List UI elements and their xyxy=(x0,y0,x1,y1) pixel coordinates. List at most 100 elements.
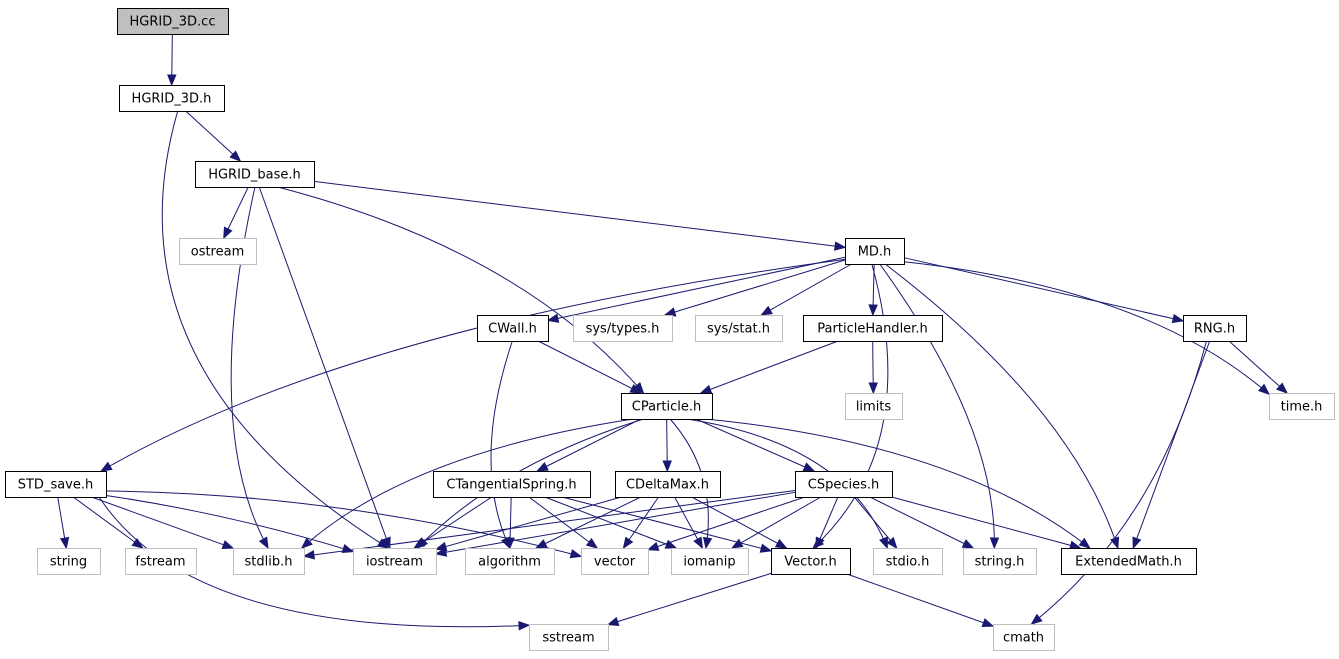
node-box xyxy=(993,624,1055,651)
edge-md-to-stringh xyxy=(879,263,995,549)
node-box xyxy=(963,548,1037,575)
node-hgridbase[interactable]: HGRID_base.h xyxy=(195,161,315,188)
arrowhead xyxy=(961,539,975,549)
node-box xyxy=(195,161,315,188)
edge-cwall-to-algorithm xyxy=(490,340,513,549)
arrowhead xyxy=(622,536,634,550)
node-label: STD_save.h xyxy=(18,478,94,493)
node-box xyxy=(795,471,893,498)
edge-stdsave-to-stdlib xyxy=(91,496,234,549)
arrowhead xyxy=(1257,383,1271,396)
node-box xyxy=(119,85,225,112)
node-extmath[interactable]: ExtendedMath.h xyxy=(1061,548,1197,575)
node-label: CDeltaMax.h xyxy=(626,478,709,493)
arrowhead xyxy=(221,540,235,550)
nodes-layer: HGRID_3D.ccHGRID_3D.hHGRID_base.hostream… xyxy=(5,8,1335,651)
edge-cspecies-to-stringh xyxy=(869,496,974,549)
arrowhead xyxy=(1276,382,1289,394)
node-box xyxy=(433,471,591,498)
arrowhead xyxy=(131,537,144,549)
node-ctangential[interactable]: CTangentialSpring.h xyxy=(433,471,591,498)
node-label: iostream xyxy=(366,555,423,570)
edge-cdeltamax-to-iostream xyxy=(435,496,622,550)
node-sstream: sstream xyxy=(529,624,609,651)
node-box xyxy=(477,315,549,342)
node-box xyxy=(873,548,943,575)
node-label: RNG.h xyxy=(1194,322,1235,337)
node-box xyxy=(5,471,107,498)
edge-cspecies-to-iostream xyxy=(435,491,796,555)
arrowhead xyxy=(1171,313,1185,324)
node-particlehandler[interactable]: ParticleHandler.h xyxy=(803,315,943,342)
node-box xyxy=(125,548,197,575)
node-stdsave[interactable]: STD_save.h xyxy=(5,471,107,498)
node-vectorh[interactable]: Vector.h xyxy=(771,548,851,575)
node-box xyxy=(771,548,851,575)
edge-cdeltamax-to-algorithm xyxy=(535,496,642,549)
arrowhead xyxy=(518,620,531,631)
edge-cparticle-to-stdlib xyxy=(301,418,634,549)
node-md[interactable]: MD.h xyxy=(845,238,905,265)
edge-cspecies-to-stdlib xyxy=(303,489,796,557)
edge-cspecies-to-vector xyxy=(647,496,805,551)
edge-particlehandler-to-cparticle xyxy=(700,340,839,394)
edge-ctangential-to-vectorh xyxy=(561,496,772,552)
edge-stdsave-to-sstream xyxy=(98,496,530,628)
node-label: MD.h xyxy=(858,245,892,260)
node-iomanip: iomanip xyxy=(671,548,749,575)
arrowhead xyxy=(989,537,1000,550)
node-rng[interactable]: RNG.h xyxy=(1183,315,1247,342)
node-box xyxy=(233,548,305,575)
arrowhead xyxy=(693,536,704,550)
node-cdeltamax[interactable]: CDeltaMax.h xyxy=(615,471,721,498)
arrowhead xyxy=(646,541,660,551)
edge-md-to-extmath xyxy=(884,263,1119,549)
arrowhead xyxy=(434,547,448,557)
node-vector: vector xyxy=(581,548,649,575)
node-box xyxy=(621,393,713,420)
node-systypes: sys/types.h xyxy=(573,315,673,342)
edge-md-to-rng xyxy=(903,257,1184,322)
edge-md-to-cwall xyxy=(547,256,846,321)
node-cwall[interactable]: CWall.h xyxy=(477,315,549,342)
node-stdio: stdio.h xyxy=(873,548,943,575)
arrowhead xyxy=(100,461,113,472)
node-cparticle[interactable]: CParticle.h xyxy=(621,393,713,420)
node-hgrid3dh[interactable]: HGRID_3D.h xyxy=(119,85,225,112)
node-label: Vector.h xyxy=(784,555,837,570)
edge-md-to-stdsave xyxy=(100,258,846,472)
node-label: algorithm xyxy=(478,555,541,570)
node-label: cmath xyxy=(1003,631,1044,646)
node-label: ostream xyxy=(191,245,245,260)
arrowhead xyxy=(759,543,773,553)
arrowhead xyxy=(546,313,560,323)
node-hgrid3dcc[interactable]: HGRID_3D.cc xyxy=(117,8,229,35)
edge-hgridbase-to-iostream xyxy=(258,186,391,549)
node-label: CTangentialSpring.h xyxy=(446,478,576,493)
arrowhead xyxy=(981,618,995,628)
edge-cparticle-to-stdio xyxy=(686,418,888,549)
node-label: sys/stat.h xyxy=(707,322,770,337)
arrowhead xyxy=(868,382,878,395)
arrowhead xyxy=(730,538,744,549)
arrowhead xyxy=(223,226,233,240)
edge-hgridbase-to-md xyxy=(313,180,846,248)
arrowhead xyxy=(702,536,713,550)
node-label: HGRID_3D.cc xyxy=(130,15,216,30)
arrowhead xyxy=(815,536,825,550)
node-box xyxy=(581,548,649,575)
arrowhead xyxy=(413,538,426,549)
arrowhead xyxy=(868,304,878,317)
arrowhead xyxy=(1078,537,1091,549)
node-cspecies[interactable]: CSpecies.h xyxy=(795,471,893,498)
node-label: HGRID_3D.h xyxy=(132,92,212,107)
node-label: ExtendedMath.h xyxy=(1075,555,1182,570)
node-time: time.h xyxy=(1269,393,1335,420)
node-label: iomanip xyxy=(683,555,735,570)
node-label: stdio.h xyxy=(886,555,930,570)
arrowhead xyxy=(569,549,583,559)
node-label: sys/types.h xyxy=(586,322,660,337)
arrowhead xyxy=(606,616,620,626)
arrowhead xyxy=(699,384,713,394)
arrowhead xyxy=(300,537,313,549)
